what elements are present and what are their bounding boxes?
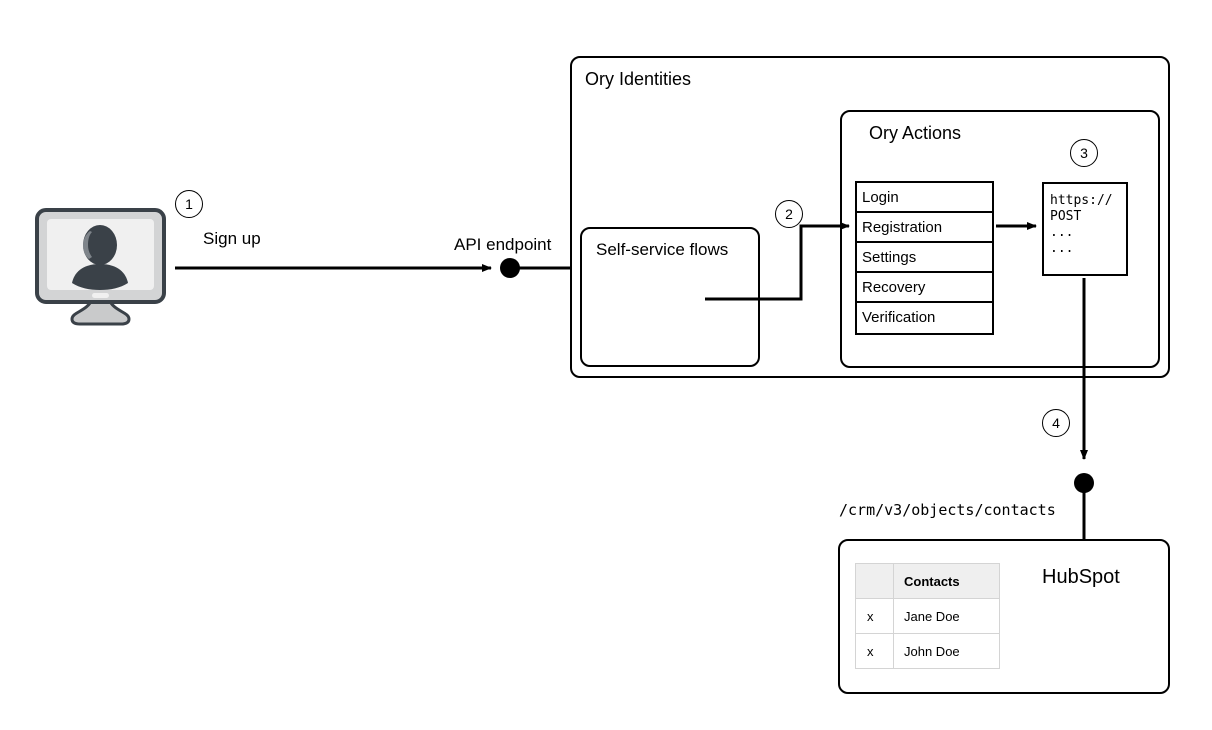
row-contact-name: Jane Doe [893, 598, 1000, 634]
self-service-flows-box [580, 227, 760, 367]
hubspot-contacts-table: Contacts x Jane Doe x John Doe [855, 563, 1000, 669]
row-contact-name: John Doe [893, 633, 1000, 669]
monitor-user-icon [35, 208, 166, 326]
webhook-line-url: https:// [1050, 193, 1113, 208]
row-mark: x [855, 598, 894, 634]
step-marker-1: 1 [175, 190, 203, 218]
table-header-row: Contacts [855, 563, 1000, 599]
flow-item-settings[interactable]: Settings [857, 243, 992, 273]
hubspot-title: HubSpot [1042, 566, 1120, 588]
step-marker-4: 4 [1042, 409, 1070, 437]
flow-item-login[interactable]: Login [857, 183, 992, 213]
self-service-flows-title: Self-service flows [596, 240, 729, 259]
table-header-contacts: Contacts [893, 563, 1000, 599]
flow-item-verification[interactable]: Verification [857, 303, 992, 333]
flow-item-registration[interactable]: Registration [857, 213, 992, 243]
webhook-line-method: POST [1050, 209, 1082, 224]
hubspot-container [838, 539, 1170, 694]
edge-label-crm-path: /crm/v3/objects/contacts [839, 501, 1056, 519]
flow-item-recovery[interactable]: Recovery [857, 273, 992, 303]
ory-identities-title: Ory Identities [585, 69, 692, 89]
row-mark: x [855, 633, 894, 669]
step-marker-2: 2 [775, 200, 803, 228]
ory-actions-flow-list: Login Registration Settings Recovery Ver… [855, 181, 994, 335]
edge-label-sign-up: Sign up [203, 229, 261, 248]
webhook-request-card: https:// POST ... ... [1042, 182, 1128, 276]
edge-selfservice-to-registration [705, 222, 850, 301]
table-header-blank [855, 563, 894, 599]
table-row[interactable]: x John Doe [855, 633, 1000, 669]
edge-label-api-endpoint: API endpoint [454, 235, 552, 254]
step-marker-3: 3 [1070, 139, 1098, 167]
ory-actions-container [840, 110, 1160, 368]
webhook-line-body-2: ... [1050, 241, 1074, 256]
ory-identities-container [570, 56, 1170, 378]
ory-actions-title: Ory Actions [869, 123, 962, 143]
webhook-line-body-1: ... [1050, 225, 1074, 240]
table-row[interactable]: x Jane Doe [855, 598, 1000, 634]
